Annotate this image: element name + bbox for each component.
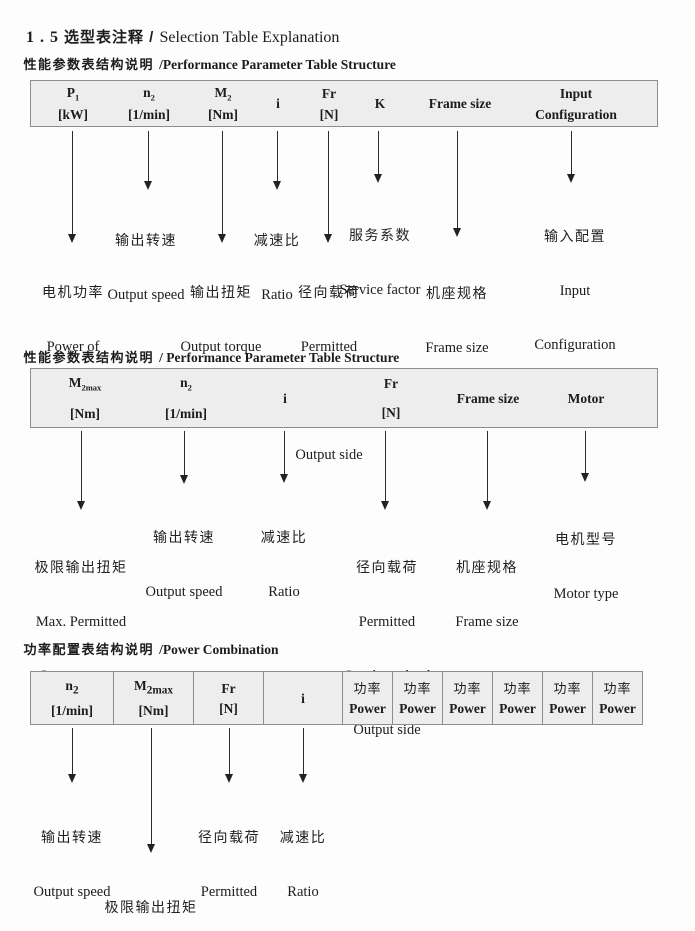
annotation-output-speed: 输出转速 Output speed [33,829,111,900]
table-1-col-frame-size: Frame size [428,96,492,111]
table-1-col-n2: n2[1/min] [128,84,170,123]
annotation-ratio: 减速比 Ratio [279,829,327,900]
annotation-motor-type: 电机型号 Motor type [553,531,619,602]
arrow-down-icon [224,728,233,783]
table-3-col-i: i [264,672,343,724]
annotation-input-configuration: 输入配置 Input Configuration [534,228,616,353]
arrow-down-icon [566,131,575,183]
annotation-service-factor: 服务系数 Service factor [339,227,421,298]
arrow-down-icon [298,728,307,783]
annotation-output-torque: 输出扭矩 Output torque [180,284,262,355]
table-3-col-n2: n2[1/min] [31,672,114,724]
section-number: 1 . 5 [26,29,64,46]
section-1-heading-en: /Performance Parameter Table Structure [159,57,396,72]
annotation-frame-size: 机座规格 Frame size [425,285,489,356]
annotation-overhung-load: 径向载荷 Permitted Overhung load Output side [344,559,431,738]
annotation-ratio: 减速比 Ratio [260,529,308,600]
table-2-col-m2max: M2max[Nm] [68,375,102,421]
section-2-heading-cn: 性能参数表结构说明 [23,350,160,365]
annotation-output-speed: 输出转速 Output speed [145,529,223,600]
arrow-down-icon [76,431,85,510]
table-1-col-fr: Fr[N] [319,85,339,122]
table-2-col-fr: Fr[N] [381,376,401,420]
table-2-col-frame-size: Frame size [456,390,520,406]
arrow-down-icon [373,131,382,183]
table-2-col-motor: Motor [567,390,605,406]
table-1-col-m2: M2[Nm] [208,84,238,123]
arrow-down-icon [143,131,152,190]
section-2-heading: 性能参数表结构说明 / Performance Parameter Table … [10,331,400,382]
arrow-down-icon [323,131,332,243]
arrow-down-icon [482,431,491,510]
table-1-col-p1: P1[kW] [58,84,88,123]
table-2-performance-header: M2max[Nm] n2[1/min] i Fr[N] Frame size M… [30,368,658,428]
table-2-col-i: i [283,390,287,406]
annotation-max-output-torque: 极限输出扭矩 Max. Permitted Output torque [104,899,198,915]
section-2-heading-en: / Performance Parameter Table Structure [159,350,400,365]
annotation-frame-size: 机座规格 Frame size [455,559,519,630]
arrow-down-icon [580,431,589,482]
arrow-down-icon [217,131,226,243]
table-2-col-n2: n2[1/min] [165,375,207,421]
annotation-ratio: 减速比 Ratio [253,232,301,303]
arrow-down-icon [272,131,281,190]
section-3-heading: 功率配置表结构说明 /Power Combination [10,623,279,674]
page-title: 1 . 5 选型表注释 / Selection Table Explanatio… [10,8,339,65]
table-3-col-fr: Fr[N] [194,672,264,724]
section-3-heading-cn: 功率配置表结构说明 [23,642,160,657]
arrow-down-icon [146,728,155,853]
arrow-down-icon [179,431,188,484]
arrow-down-icon [67,728,76,783]
section-1-heading: 性能参数表结构说明 /Performance Parameter Table S… [10,38,396,89]
table-1-col-i: i [276,96,280,111]
page-title-cn: 选型表注释 / [64,29,160,46]
table-1-col-k: K [374,96,386,111]
annotation-output-speed: 输出转速 Output speed [107,232,185,303]
annotation-overhung-load: 径向载荷 Permitted Overhung load Output side [197,829,260,900]
table-3-col-m2max: M2max[Nm] [114,672,194,724]
arrow-down-icon [452,131,461,237]
section-1-heading-cn: 性能参数表结构说明 [23,57,160,72]
arrow-down-icon [279,431,288,483]
arrow-down-icon [67,131,76,243]
page-title-en: Selection Table Explanation [159,29,340,46]
table-1-performance-header: P1[kW] n2[1/min] M2[Nm] i Fr[N] K Frame … [30,80,658,127]
section-3-heading-en: /Power Combination [159,642,279,657]
arrow-down-icon [380,431,389,510]
